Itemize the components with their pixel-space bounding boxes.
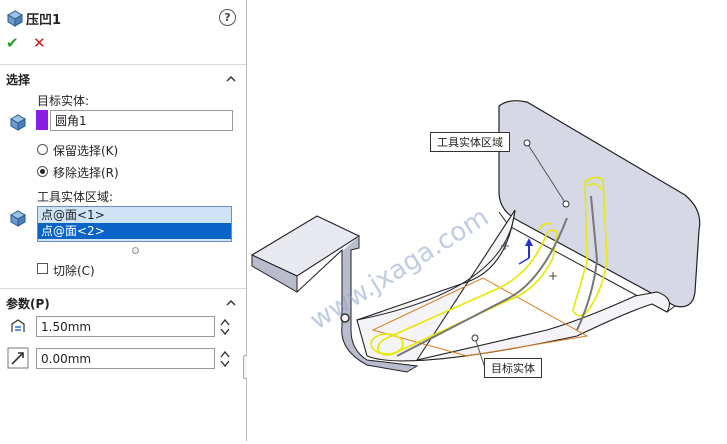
thickness-input[interactable]: 1.50mm — [36, 316, 215, 337]
clearance-input[interactable]: 0.00mm — [36, 348, 215, 369]
tool-region-icon — [9, 210, 27, 227]
panel-title: 压凹1 — [26, 12, 62, 28]
tool-region-list[interactable]: 点@面<1> 点@面<2> — [37, 206, 232, 242]
list-item[interactable]: 点@面<1> — [41, 208, 105, 222]
target-body-field[interactable]: 圆角1 — [50, 110, 233, 131]
thickness-spinner-icon[interactable] — [219, 317, 231, 337]
svg-text:+: + — [500, 239, 510, 253]
chevron-up-icon[interactable] — [226, 74, 236, 84]
thickness-value: 1.50mm — [41, 319, 92, 334]
help-icon[interactable]: ? — [219, 9, 236, 26]
tool-region-label: 工具实体区域: — [37, 190, 114, 204]
keep-selection-label[interactable]: 保留选择(K) — [53, 144, 119, 158]
divider — [0, 64, 246, 65]
clearance-value: 0.00mm — [41, 351, 92, 366]
target-body-icon — [9, 114, 27, 131]
clearance-icon — [7, 347, 29, 369]
property-manager: 压凹1 ? ✔ ✕ 选择 目标实体: 圆角1 保留选择(K) 移除选择(R) 工… — [0, 0, 247, 441]
target-body-callout: 目标实体 — [484, 358, 542, 378]
graphics-viewport[interactable]: + + www.jxaga.com 工具实体区域 目标实体 — [247, 0, 727, 441]
indent-feature-icon — [6, 10, 24, 27]
target-body-value: 圆角1 — [55, 114, 87, 128]
list-item[interactable]: 点@面<2> — [38, 223, 231, 239]
remove-selection-label[interactable]: 移除选择(R) — [53, 166, 119, 180]
selection-section-title[interactable]: 选择 — [6, 73, 31, 87]
thickness-icon — [11, 319, 25, 332]
svg-text:+: + — [548, 269, 558, 283]
chevron-up-icon[interactable] — [226, 298, 236, 308]
model-view: + + www.jxaga.com — [250, 100, 701, 373]
clearance-spinner-icon[interactable] — [219, 349, 231, 369]
remove-selection-radio[interactable] — [37, 166, 48, 177]
cut-label[interactable]: 切除(C) — [53, 264, 95, 278]
target-body-label: 目标实体: — [37, 94, 90, 108]
parameters-section-title[interactable]: 参数(P) — [6, 297, 50, 311]
keep-selection-radio[interactable] — [37, 144, 48, 155]
divider — [0, 288, 246, 289]
target-body-color-swatch — [36, 110, 48, 130]
cut-checkbox[interactable] — [37, 263, 48, 274]
cancel-button[interactable]: ✕ — [33, 34, 46, 52]
tool-region-callout: 工具实体区域 — [430, 132, 510, 152]
resize-handle[interactable] — [132, 247, 139, 254]
ok-button[interactable]: ✔ — [6, 34, 19, 52]
